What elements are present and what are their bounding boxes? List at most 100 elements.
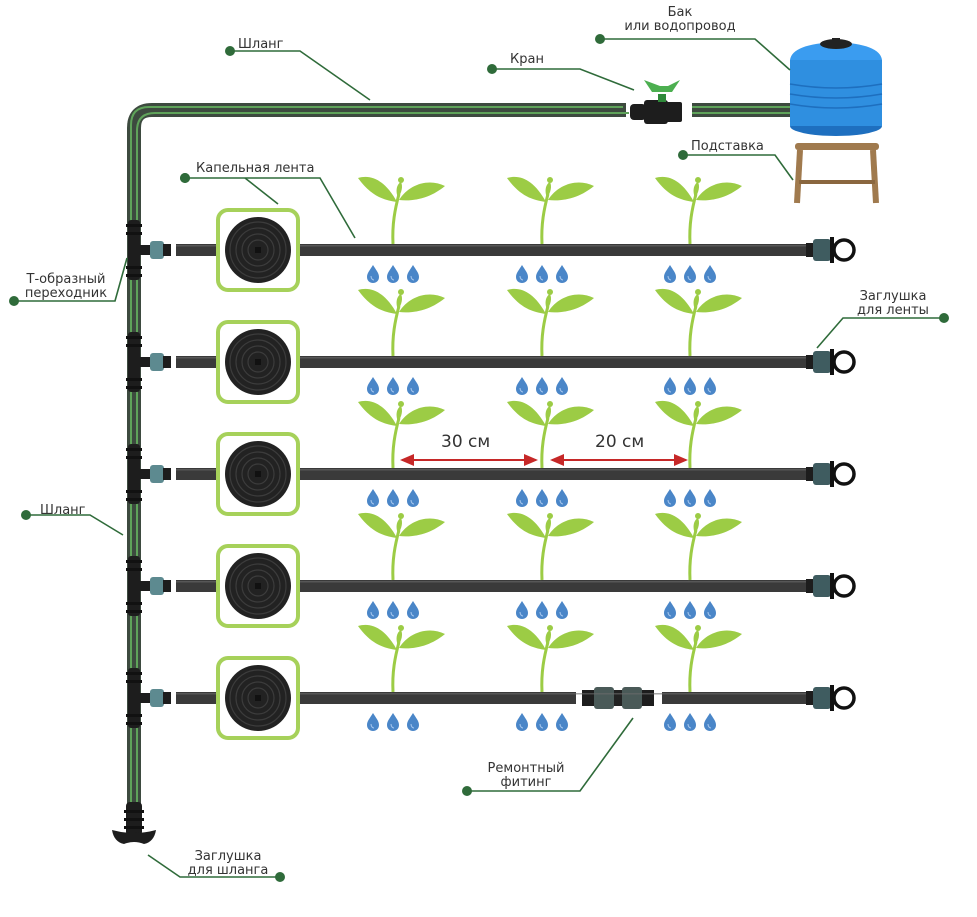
- label-hose-plug-line2: для шланга: [187, 863, 269, 878]
- water-drop-icon: [663, 376, 677, 396]
- water-drop-icon: [555, 600, 569, 620]
- tape-plug: [804, 571, 856, 601]
- water-drop-icon: [515, 712, 529, 732]
- water-drop-icon: [406, 488, 420, 508]
- label-hose-plug-line1: Заглушка: [194, 849, 262, 864]
- tape-reel: [216, 208, 300, 292]
- water-drop-icon: [366, 376, 380, 396]
- tee-adapter: [126, 220, 171, 280]
- callout-line: [26, 514, 124, 536]
- label-hose-plug: Заглушка для шланга: [184, 850, 272, 878]
- water-drop-icon: [386, 488, 400, 508]
- repair-fitting: [582, 687, 654, 709]
- callout-dot: [180, 173, 190, 183]
- water-drop-icon: [386, 600, 400, 620]
- callout-line: [492, 68, 635, 91]
- label-tee-line2: переходник: [24, 286, 108, 301]
- water-drop-icon: [683, 264, 697, 284]
- water-drop-icon: [406, 600, 420, 620]
- water-tank: [789, 38, 883, 136]
- water-drop-icon: [663, 488, 677, 508]
- plant-icon: [356, 287, 447, 358]
- plant-icon: [505, 399, 596, 470]
- water-drop-icon: [366, 600, 380, 620]
- drip-row: [126, 623, 856, 740]
- hose-plug: [112, 802, 156, 844]
- water-drop-icon: [683, 712, 697, 732]
- tape-plug: [804, 683, 856, 713]
- plant-icon: [653, 399, 744, 470]
- callout-line: [600, 38, 791, 71]
- drip-tape: [662, 692, 806, 704]
- water-drop-icon: [663, 600, 677, 620]
- callout-line: [816, 317, 944, 349]
- tee-adapter: [126, 332, 171, 392]
- tape-plug: [804, 235, 856, 265]
- water-drop-icon: [703, 376, 717, 396]
- plant-icon: [356, 175, 447, 246]
- plant-icon: [653, 287, 744, 358]
- plant-icon: [653, 623, 744, 694]
- label-tape-plug: Заглушка для ленты: [853, 290, 933, 318]
- row-spacing-label: 30 см: [441, 432, 491, 452]
- label-repair-line2: фитинг: [500, 775, 552, 790]
- callout-lines: [9, 34, 949, 882]
- label-tank: Бак или водопровод: [598, 6, 762, 34]
- callout-dot: [9, 296, 19, 306]
- drip-row: [126, 287, 856, 404]
- callout-dot: [595, 34, 605, 44]
- water-drop-icon: [406, 376, 420, 396]
- water-drop-icon: [366, 488, 380, 508]
- spacing-arrows: [400, 454, 688, 466]
- plant-icon: [356, 623, 447, 694]
- water-drop-icon: [683, 376, 697, 396]
- drip-row: [126, 399, 856, 516]
- label-tank-line1: Бак: [667, 5, 693, 20]
- plant-icon: [505, 511, 596, 582]
- tee-adapter: [126, 556, 171, 616]
- callout-dot: [462, 786, 472, 796]
- drip-tape: [176, 356, 806, 368]
- tee-adapter: [126, 444, 171, 504]
- plant-icon: [653, 511, 744, 582]
- water-drop-icon: [663, 712, 677, 732]
- water-drop-icon: [386, 712, 400, 732]
- tape-reel: [216, 320, 300, 404]
- water-drop-icon: [406, 264, 420, 284]
- label-tape-plug-line1: Заглушка: [859, 289, 927, 304]
- water-drop-icon: [555, 264, 569, 284]
- water-drop-icon: [535, 264, 549, 284]
- water-drop-icon: [535, 376, 549, 396]
- plant-icon: [356, 511, 447, 582]
- water-drop-icon: [535, 600, 549, 620]
- tape-plug: [804, 459, 856, 489]
- water-drop-icon: [515, 264, 529, 284]
- callout-line: [467, 717, 634, 792]
- plant-icon: [653, 175, 744, 246]
- drip-tape: [176, 244, 806, 256]
- label-tee-adapter: Т-образный переходник: [20, 273, 112, 301]
- water-drop-icon: [683, 488, 697, 508]
- label-tape-plug-line2: для ленты: [857, 303, 929, 318]
- label-tee-line1: Т-образный: [26, 272, 106, 287]
- water-drop-icon: [366, 712, 380, 732]
- tape-plug: [804, 347, 856, 377]
- label-hose-side: Шланг: [40, 503, 86, 518]
- water-drop-icon: [515, 600, 529, 620]
- water-drop-icon: [683, 600, 697, 620]
- water-drop-icon: [515, 488, 529, 508]
- label-valve: Кран: [510, 52, 544, 67]
- water-drop-icon: [703, 712, 717, 732]
- water-drop-icon: [555, 488, 569, 508]
- callout-line: [230, 50, 371, 101]
- water-drop-icon: [386, 264, 400, 284]
- label-tank-line2: или водопровод: [624, 19, 736, 34]
- callout-dot: [275, 872, 285, 882]
- label-stand: Подставка: [691, 139, 764, 154]
- main-hose: [127, 103, 792, 811]
- tee-adapter: [126, 668, 171, 728]
- tape-reel: [216, 544, 300, 628]
- tape-reel: [216, 656, 300, 740]
- callout-line: [147, 854, 280, 878]
